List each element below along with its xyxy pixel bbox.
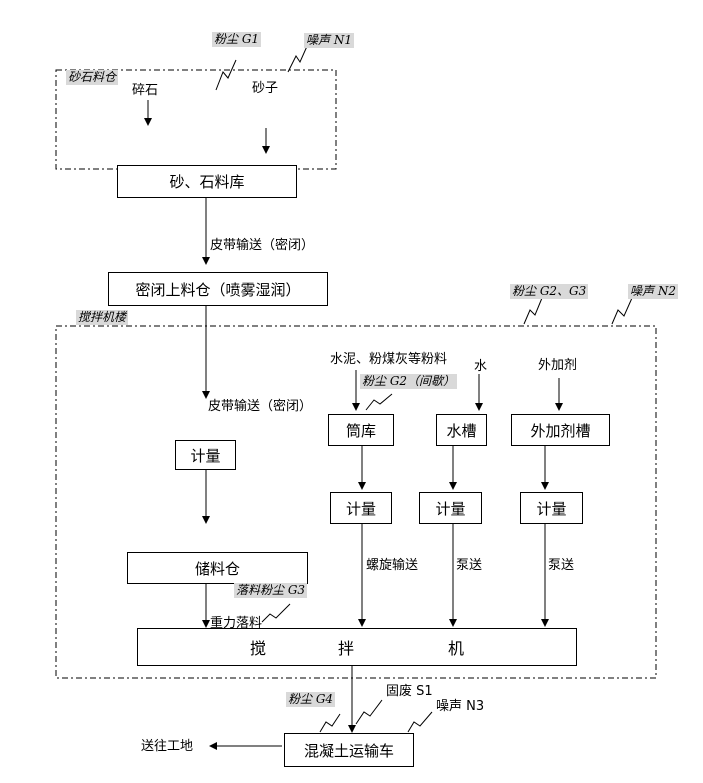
- yard-title: 砂石料仓: [66, 70, 119, 85]
- mixer-box: 搅 拌 机: [137, 628, 577, 666]
- sealed-bin-box: 密闭上料仓（喷雾湿润）: [108, 272, 328, 306]
- dust-g3-tag: 落料粉尘 G3: [234, 583, 308, 598]
- mixer-char-1: 搅: [250, 639, 267, 658]
- belt2-label: 皮带输送（密闭）: [208, 399, 313, 414]
- mixer-char-3: 机: [448, 639, 465, 658]
- meter-left-box: 计量: [175, 440, 236, 470]
- mixer-char-2: 拌: [338, 639, 355, 658]
- additive-tank-box: 外加剂槽: [511, 414, 610, 446]
- gravel-label: 碎石: [132, 83, 159, 98]
- noise-n3-zigzag: [407, 711, 433, 733]
- plant-title: 搅拌机楼: [76, 310, 129, 325]
- dust-g2g3-tag: 粉尘 G2、G3: [510, 284, 589, 299]
- water-label: 水: [474, 359, 488, 374]
- silo-box: 筒库: [328, 414, 394, 446]
- noise-n3-label: 噪声 N3: [436, 699, 485, 714]
- solid-waste-label: 固废 S1: [386, 684, 433, 699]
- powder-label: 水泥、粉煤灰等粉料: [330, 352, 448, 367]
- to-site-label: 送往工地: [141, 739, 194, 754]
- dust-g2g3-zigzag: [523, 297, 543, 325]
- truck-box: 混凝土运输车: [284, 733, 414, 767]
- pump2-label: 泵送: [548, 558, 575, 573]
- dust-g3-zigzag: [261, 603, 291, 623]
- dust-g4-zigzag: [319, 713, 341, 733]
- dust-g1-zigzag: [215, 59, 237, 91]
- sand-stone-store-box: 砂、石料库: [117, 165, 297, 198]
- belt1-label: 皮带输送（密闭）: [210, 238, 315, 253]
- dust-g2-zigzag: [365, 393, 393, 411]
- gravity-label: 重力落料: [210, 616, 263, 631]
- noise-n2-zigzag: [611, 297, 633, 325]
- meter-additive-box: 计量: [520, 492, 583, 524]
- storage-bin-box: 储料仓: [127, 552, 308, 584]
- noise-n1-tag: 噪声 N1: [304, 33, 354, 48]
- meter-water-box: 计量: [419, 492, 482, 524]
- sand-label: 砂子: [252, 81, 279, 96]
- noise-n2-tag: 噪声 N2: [628, 284, 678, 299]
- additive-label: 外加剂: [538, 358, 578, 373]
- water-tank-box: 水槽: [436, 414, 487, 446]
- meter-silo-box: 计量: [330, 492, 392, 524]
- pump1-label: 泵送: [456, 558, 483, 573]
- noise-n1-zigzag: [287, 43, 309, 73]
- dust-g1-tag: 粉尘 G1: [212, 32, 262, 47]
- screw-label: 螺旋输送: [366, 558, 419, 573]
- dust-g2-tag: 粉尘 G2（间歇）: [360, 374, 458, 389]
- solid-waste-zigzag: [355, 699, 383, 725]
- dust-g4-tag: 粉尘 G4: [286, 692, 336, 707]
- plant-boundary: [55, 325, 657, 679]
